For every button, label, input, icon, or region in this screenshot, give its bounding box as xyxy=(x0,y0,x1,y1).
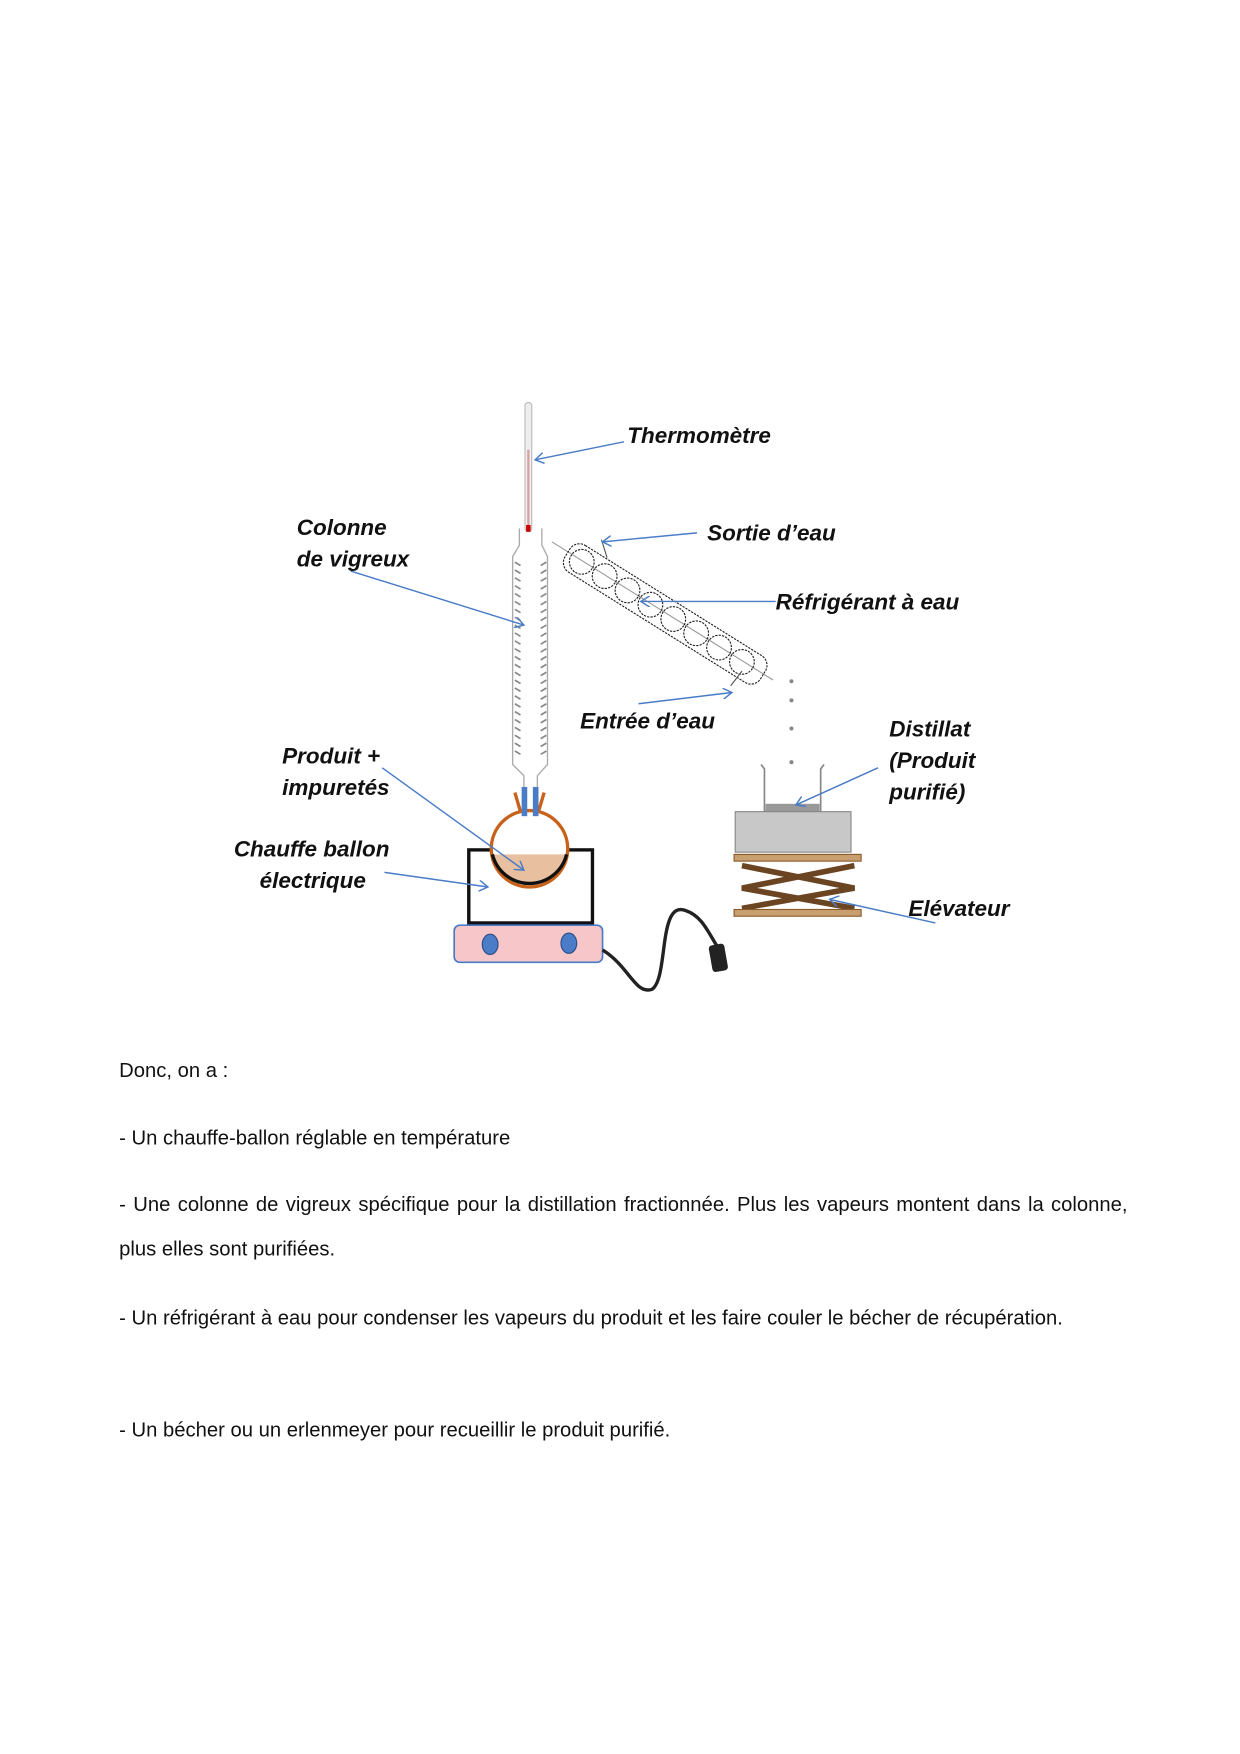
label-distillat-3: purifié) xyxy=(888,779,965,804)
thermometer-icon xyxy=(524,401,533,533)
label-arrows xyxy=(350,441,936,924)
label-produit-1: Produit + xyxy=(282,743,380,768)
heating-mantle-icon xyxy=(453,786,728,992)
list-item: - Un réfrigérant à eau pour condenser le… xyxy=(119,1306,1063,1329)
label-colonne-2: de vigreux xyxy=(297,547,411,572)
list-item: - Un chauffe-ballon réglable en températ… xyxy=(119,1126,511,1149)
label-elevateur: Elévateur xyxy=(908,896,1010,921)
label-entree: Entrée d’eau xyxy=(580,708,715,733)
label-distillat-1: Distillat xyxy=(889,716,972,741)
label-colonne-1: Colonne xyxy=(297,515,387,540)
label-thermometre: Thermomètre xyxy=(627,423,771,448)
label-chauffe-1: Chauffe ballon xyxy=(234,837,390,862)
intro-text: Donc, on a : xyxy=(119,1058,229,1082)
label-sortie: Sortie d’eau xyxy=(707,521,836,546)
label-produit-2: impuretés xyxy=(282,775,389,800)
distillate-drops xyxy=(789,679,794,765)
condenser-icon xyxy=(551,541,774,685)
list-item: - Un bécher ou un erlenmeyer pour recuei… xyxy=(119,1418,671,1442)
distillation-diagram: Thermomètre Colonne de vigreux Sortie d’… xyxy=(234,401,1011,992)
beaker-and-lift-icon xyxy=(733,763,862,917)
label-distillat-2: (Produit xyxy=(889,748,977,773)
vigreux-column-icon xyxy=(511,528,549,787)
label-refrigerant: Réfrigérant à eau xyxy=(776,589,960,614)
label-chauffe-2: électrique xyxy=(260,868,366,893)
list-item: - Une colonne de vigreux spécifique pour… xyxy=(119,1192,1128,1261)
